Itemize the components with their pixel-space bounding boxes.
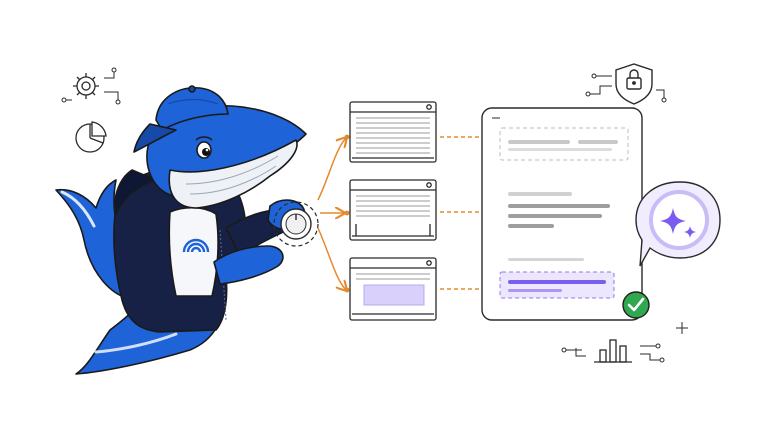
circuit-lines-bottom — [561, 343, 665, 363]
baseball-cap — [155, 87, 229, 131]
panel-top — [349, 101, 437, 163]
whale-character — [55, 85, 307, 375]
checkmark-icon — [622, 291, 650, 319]
sparkle-small-icon — [676, 322, 688, 334]
dial-connectors — [317, 138, 346, 290]
ai-speech-bubble — [635, 181, 721, 267]
lock-icon — [615, 63, 653, 105]
pie-chart-icon — [75, 121, 107, 153]
panel-middle — [349, 179, 437, 241]
panel-bottom-highlighted — [349, 257, 437, 321]
t-shirt — [168, 206, 219, 297]
shirt-logo-icon — [182, 238, 210, 253]
control-dial — [273, 201, 319, 247]
sparkle-icon — [660, 208, 696, 238]
result-document — [481, 107, 643, 321]
whale-belly — [168, 139, 298, 209]
bar-chart-icon — [594, 339, 632, 363]
circuit-lines-left — [61, 67, 121, 105]
circuit-lines-right — [585, 73, 667, 103]
gear-icon — [73, 73, 99, 99]
